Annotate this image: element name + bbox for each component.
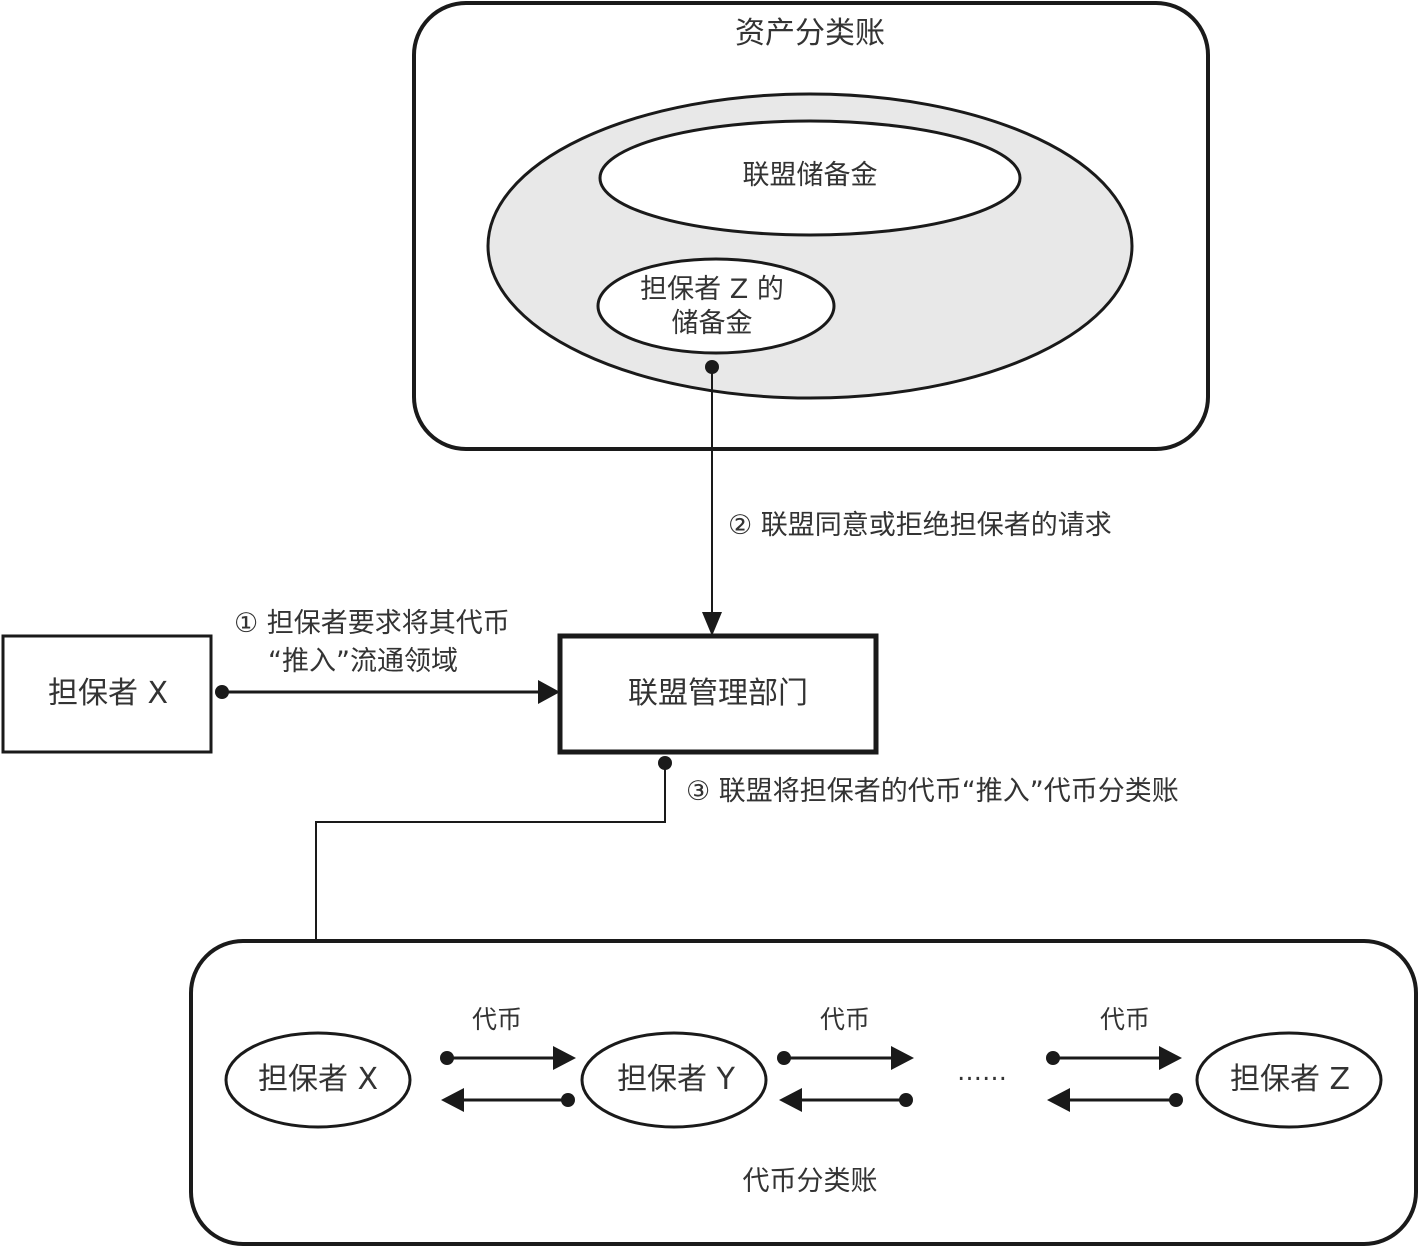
xy-forward-arrowhead <box>553 1046 576 1070</box>
y-back-arrowhead <box>779 1088 802 1112</box>
guarantor-x-box[interactable] <box>1 634 213 754</box>
guarantor-x-box-label: 担保者 X <box>47 676 169 711</box>
step1-arrowhead <box>538 680 560 704</box>
guarantor-z-reserve-ellipse[interactable] <box>596 257 836 355</box>
token-guarantor-x-label: 担保者 X <box>257 1062 379 1097</box>
step3-arrow <box>315 763 666 1020</box>
asset-ledger-title: 资产分类账 <box>735 16 885 51</box>
ellipsis-label: …… <box>957 1057 1007 1086</box>
token-guarantor-y-label: 担保者 Y <box>617 1062 735 1097</box>
alliance-reserve-label: 联盟储备金 <box>742 160 878 191</box>
alliance-reserve-ellipse[interactable] <box>598 119 1022 237</box>
guarantor-z-reserve-label-line1: 担保者 Z 的 <box>640 274 784 305</box>
token-guarantor-z-node[interactable] <box>1195 1031 1383 1129</box>
step3-label: ③ 联盟将担保者的代币“推入”代币分类账 <box>686 776 1179 807</box>
y-forward-arrowhead <box>891 1046 914 1070</box>
token-ledger-container <box>189 939 1418 1246</box>
token-ledger-title: 代币分类账 <box>742 1166 878 1197</box>
alliance-admin-box[interactable] <box>557 633 879 755</box>
xy-back-arrowhead <box>441 1088 464 1112</box>
token-guarantor-y-node[interactable] <box>580 1031 768 1129</box>
token-guarantor-z-label: 担保者 Z <box>1229 1062 1351 1097</box>
step1-label-line2: “推入”流通领域 <box>268 646 458 677</box>
z-back-arrowhead <box>1047 1088 1070 1112</box>
token-guarantor-x-node[interactable] <box>224 1031 412 1129</box>
token-label-3: 代币 <box>1099 1005 1151 1034</box>
z-forward-arrowhead <box>1159 1046 1182 1070</box>
guarantor-z-reserve-label-line2: 储备金 <box>671 308 753 339</box>
step1-label-line1: ① 担保者要求将其代币 <box>234 608 510 639</box>
step2-arrowhead <box>702 612 722 636</box>
alliance-admin-label: 联盟管理部门 <box>628 676 808 711</box>
token-label-1: 代币 <box>471 1005 523 1034</box>
step2-label: ② 联盟同意或拒绝担保者的请求 <box>728 510 1112 541</box>
token-label-2: 代币 <box>819 1005 871 1034</box>
